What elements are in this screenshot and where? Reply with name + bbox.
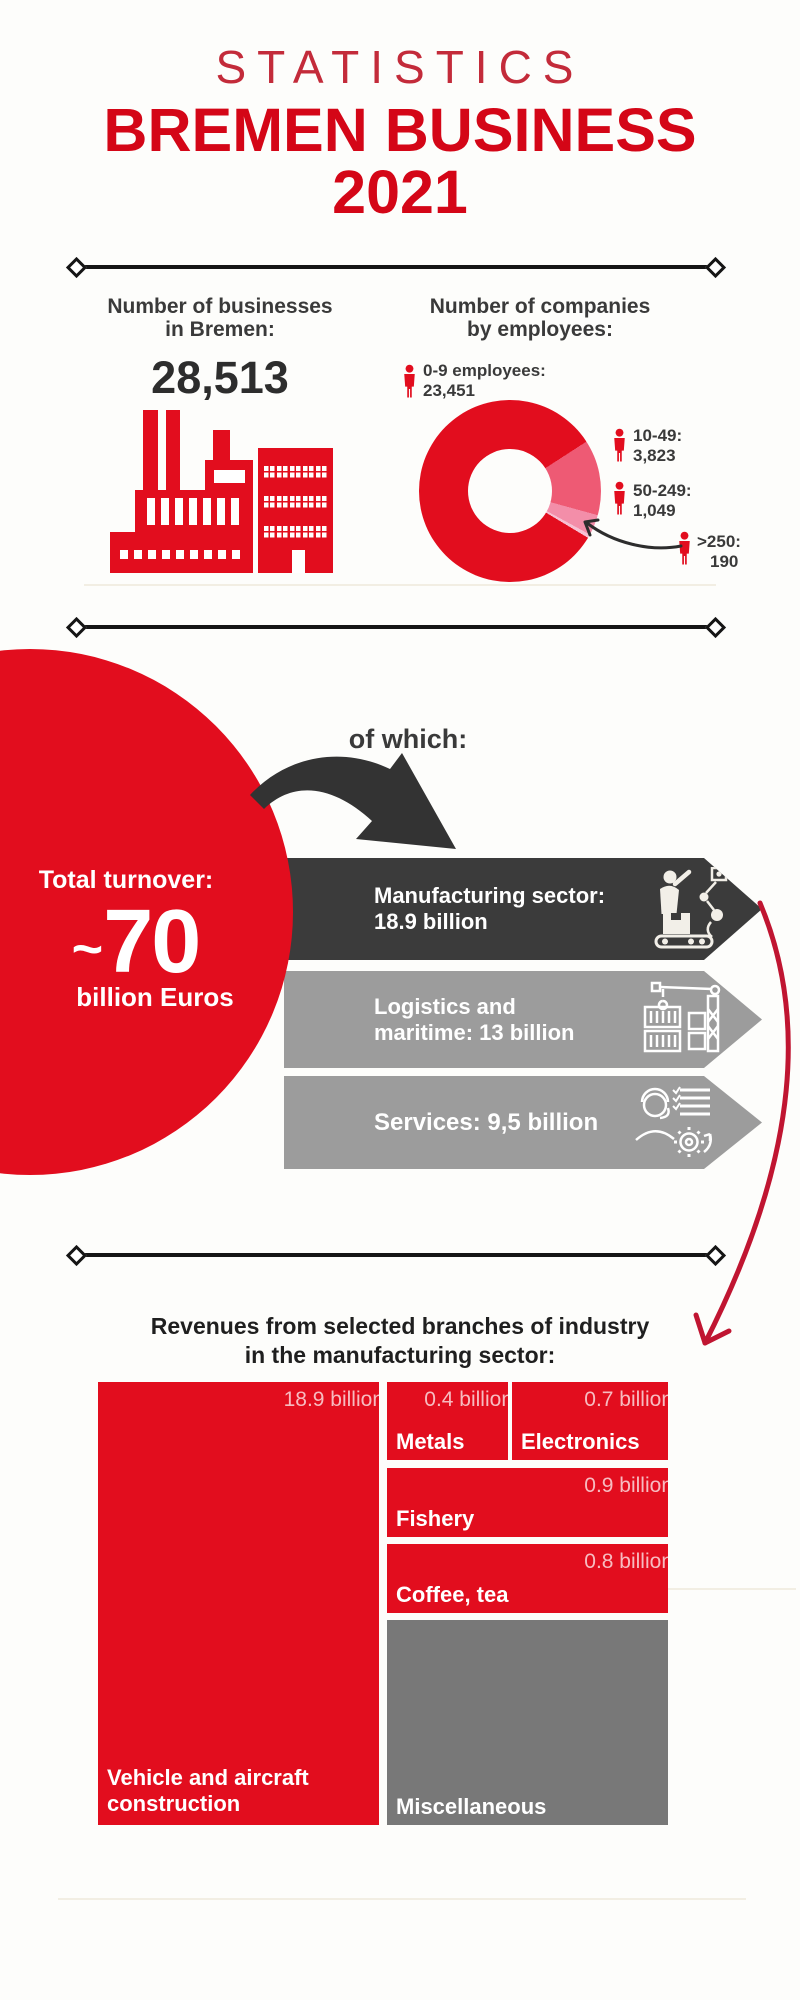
employees-donut-chart <box>419 400 601 582</box>
legend-item-250plus: >250: 190 <box>697 532 741 572</box>
turnover-amount: ~70 <box>28 892 243 992</box>
page-title: BREMEN BUSINESS <box>103 96 697 164</box>
kicker-title: STATISTICS <box>215 41 585 93</box>
businesses-heading-line2: in Bremen: <box>165 318 275 341</box>
page-title-year: 2021 <box>332 158 468 226</box>
treemap-block-vehicle-aircraft: 18.9 billion Vehicle and aircraft constr… <box>98 1382 379 1825</box>
revenues-heading: Revenues from selected branches of indus… <box>60 1312 740 1370</box>
block-value: 0.4 billion <box>424 1388 508 1411</box>
robot-assembly-icon <box>650 867 730 951</box>
approx-tilde: ~ <box>71 919 104 979</box>
amount-value: 70 <box>103 891 201 992</box>
legend-value: 190 <box>710 552 739 571</box>
person-icon <box>404 364 415 398</box>
container-crane-icon <box>642 979 726 1061</box>
sector-line1: Services: 9,5 billion <box>374 1108 599 1136</box>
person-icon <box>614 481 625 515</box>
section-divider <box>84 265 708 269</box>
legend-item-50-249: 50-249: 1,049 <box>633 481 692 521</box>
legend-label: 10-49: <box>633 426 683 445</box>
legend-label: 0-9 employees: <box>423 361 546 380</box>
block-name: Metals <box>396 1429 465 1454</box>
revenues-heading-line2: in the manufacturing sector: <box>244 1342 556 1368</box>
legend-value: 1,049 <box>633 501 676 520</box>
section-divider <box>84 625 708 629</box>
factory-icon <box>110 410 333 573</box>
legend-value: 23,451 <box>423 381 475 400</box>
donut-callout-arrow-icon <box>583 518 683 550</box>
block-name: Coffee, tea <box>396 1582 509 1607</box>
block-name: Fishery <box>396 1506 475 1531</box>
sector-line1: Logistics and <box>374 993 516 1019</box>
sector-banner-text: Manufacturing sector: 18.9 billion <box>374 883 605 935</box>
decorative-line <box>58 1898 746 1900</box>
treemap-block-miscellaneous: Miscellaneous <box>387 1620 668 1825</box>
businesses-heading: Number of businesses in Bremen: <box>90 295 350 341</box>
block-value: 0.9 billion <box>584 1474 668 1497</box>
sector-banner-manufacturing: Manufacturing sector: 18.9 billion <box>284 858 762 960</box>
legend-item-10-49: 10-49: 3,823 <box>633 426 682 466</box>
block-value: 0.8 billion <box>584 1550 668 1573</box>
treemap-block-electronics: 0.7 billion Electronics <box>512 1382 668 1460</box>
block-value: 0.7 billion <box>584 1388 668 1411</box>
treemap-block-metals: 0.4 billion Metals <box>387 1382 508 1460</box>
turnover-unit: billion Euros <box>76 982 234 1012</box>
sector-line2: 18.9 billion <box>374 909 488 934</box>
red-curved-arrow-icon <box>693 900 791 1346</box>
revenues-treemap: 18.9 billion Vehicle and aircraft constr… <box>98 1382 668 1825</box>
decorative-line <box>668 1588 796 1590</box>
treemap-block-coffee-tea: 0.8 billion Coffee, tea <box>387 1544 668 1613</box>
legend-label: >250: <box>697 532 741 551</box>
support-agent-icon <box>632 1082 716 1162</box>
sector-banner-text: Services: 9,5 billion <box>374 1110 598 1136</box>
block-value: 18.9 billion <box>283 1388 379 1411</box>
sector-banner-logistics: Logistics and maritime: 13 billion <box>284 971 762 1068</box>
businesses-count: 28,513 <box>151 352 289 403</box>
legend-label: 50-249: <box>633 481 692 500</box>
companies-heading: Number of companies by employees: <box>410 295 670 341</box>
person-icon <box>614 428 625 462</box>
of-which-label: of which: <box>348 724 468 754</box>
block-name: Vehicle and aircraft construction <box>107 1765 309 1816</box>
legend-value: 3,823 <box>633 446 676 465</box>
sector-line1: Manufacturing sector: <box>374 883 606 908</box>
decorative-line <box>84 584 716 586</box>
sector-line2: maritime: 13 billion <box>374 1019 575 1045</box>
businesses-heading-line1: Number of businesses <box>107 295 333 318</box>
sector-banner-text: Logistics and maritime: 13 billion <box>374 994 575 1046</box>
legend-item-0-9: 0-9 employees: 23,451 <box>423 361 546 401</box>
swoosh-arrow-icon <box>250 753 456 849</box>
block-name: Miscellaneous <box>396 1794 547 1819</box>
companies-heading-line2: by employees: <box>467 318 613 341</box>
turnover-label: Total turnover: <box>38 866 214 894</box>
companies-heading-line1: Number of companies <box>429 295 651 318</box>
revenues-heading-line1: Revenues from selected branches of indus… <box>150 1313 650 1339</box>
sector-banner-services: Services: 9,5 billion <box>284 1076 762 1169</box>
treemap-block-fishery: 0.9 billion Fishery <box>387 1468 668 1537</box>
section-divider <box>84 1253 708 1257</box>
block-name: Electronics <box>521 1429 640 1454</box>
